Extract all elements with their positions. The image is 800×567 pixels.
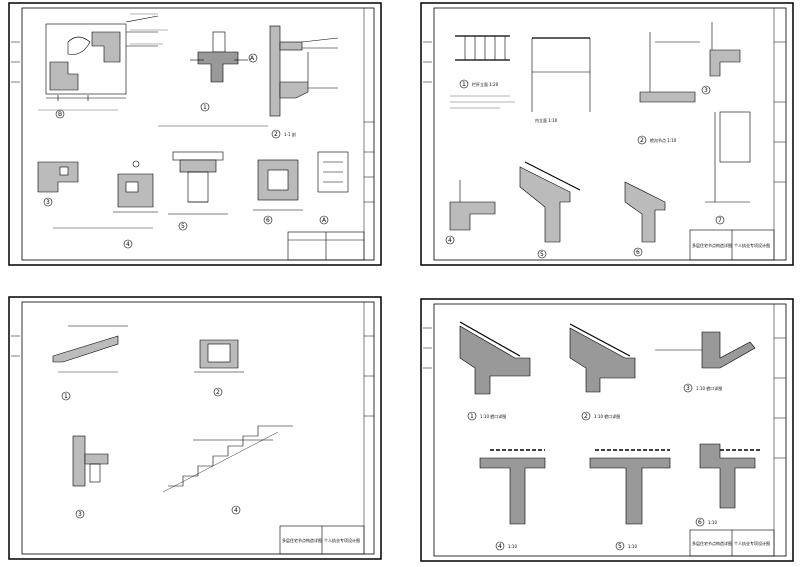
detail-6-section bbox=[253, 159, 303, 211]
detail-1-slope bbox=[52, 325, 128, 363]
detail-4-eave bbox=[449, 180, 496, 231]
detail-a-mark: A bbox=[322, 217, 327, 224]
detail-3-wall bbox=[72, 435, 109, 487]
detail-2-mark-s3: 2 bbox=[216, 389, 220, 396]
detail-3-caption-s4: 1:10 檐口详图 bbox=[696, 385, 722, 391]
detail-2-mark: 2 bbox=[274, 131, 278, 138]
detail-1-mark-s2: 1 bbox=[462, 81, 466, 88]
detail-4-mark-s2: 4 bbox=[448, 237, 452, 244]
detail-4-section bbox=[113, 160, 158, 213]
detail-3-mark-s3: 3 bbox=[78, 511, 82, 518]
detail-7-mark-s2: 7 bbox=[718, 217, 722, 224]
detail-3-eave bbox=[709, 22, 741, 77]
detail-4-mark: 4 bbox=[126, 241, 130, 248]
detail-5-eave bbox=[519, 161, 581, 243]
title-block-3-left: 多层住宅节点构造详图 bbox=[282, 537, 322, 543]
railing-elevation bbox=[455, 35, 510, 61]
drawing-sheet-2: 1 栏杆立面 1:20 内立面 1:10 2 檐沟节点 1:10 3 4 5 bbox=[420, 2, 794, 266]
detail-3-mark-s4: 3 bbox=[686, 385, 690, 392]
detail-6-mark-s4: 6 bbox=[698, 519, 702, 526]
detail-1-caption-s2: 栏杆立面 1:20 bbox=[472, 81, 499, 87]
detail-1-caption-s4: 1:10 檐口详图 bbox=[480, 413, 506, 419]
detail-a-section bbox=[317, 151, 349, 193]
detail-4-caption-s4: 1:10 bbox=[508, 544, 517, 549]
detail-2-caption-s2: 檐沟节点 1:10 bbox=[650, 137, 677, 143]
detail-4-stairs bbox=[162, 425, 293, 493]
detail-b-mark: B bbox=[58, 111, 62, 118]
title-block-2 bbox=[689, 229, 775, 261]
detail-6-mark: 6 bbox=[266, 217, 270, 224]
detail-3-section bbox=[37, 161, 79, 193]
detail-1-mark-s4: 1 bbox=[470, 413, 474, 420]
title-block-3-right: 个人执业专项设计图 bbox=[324, 537, 360, 543]
title-block-4-right: 个人执业专项设计图 bbox=[734, 540, 770, 546]
detail-6-mark-s2: 6 bbox=[636, 249, 640, 256]
detail-b-plan bbox=[45, 15, 159, 101]
detail-6-eave bbox=[624, 181, 666, 243]
title-block-2-right: 个人执业专项设计图 bbox=[734, 242, 770, 248]
detail-2-eave bbox=[639, 32, 700, 103]
detail-2-caption-s4: 1:10 檐口详图 bbox=[594, 413, 620, 419]
detail-5-mark-s4: 5 bbox=[618, 543, 622, 550]
detail-3-eave-s4 bbox=[655, 331, 756, 369]
drawing-sheet-3: 1 2 3 4 多层住宅节点构造详图 个人执业专项设计图 bbox=[8, 296, 382, 560]
title-block-2-left: 多层住宅节点构造详图 bbox=[692, 242, 732, 248]
detail-5-section bbox=[168, 151, 228, 215]
detail-1-eave-s4 bbox=[459, 321, 531, 395]
detail-5-column bbox=[589, 449, 671, 525]
detail-3-mark: 3 bbox=[46, 199, 50, 206]
detail-2-mark-s4: 2 bbox=[584, 413, 588, 420]
drawing-sheet-1: B 1 2 1-1 剖 A 3 4 bbox=[8, 2, 382, 266]
title-block-4 bbox=[689, 529, 775, 557]
title-block-1 bbox=[287, 231, 365, 261]
inner-elevation-caption: 内立面 1:10 bbox=[535, 117, 558, 123]
detail-5-mark: 5 bbox=[181, 223, 185, 230]
detail-4-mark-s3: 4 bbox=[234, 507, 238, 514]
detail-6-column bbox=[699, 443, 760, 509]
detail-5-mark-s2: 5 bbox=[540, 251, 544, 258]
detail-4-mark-s4: 4 bbox=[498, 543, 502, 550]
detail-7-section bbox=[705, 111, 751, 203]
title-block-4-left: 多层住宅节点构造详图 bbox=[692, 540, 732, 546]
detail-2-mark-s2: 2 bbox=[640, 137, 644, 144]
detail-2-eave-s4 bbox=[569, 323, 636, 393]
detail-2-section bbox=[269, 25, 339, 117]
detail-1-mark: 1 bbox=[203, 104, 207, 111]
drawing-sheet-4: 1 1:10 檐口详图 2 1:10 檐口详图 3 1:10 檐口详图 4 1:… bbox=[420, 298, 794, 562]
detail-a-ref-mark: A bbox=[250, 55, 255, 62]
detail-2-caption: 1-1 剖 bbox=[284, 131, 296, 137]
inner-elevation bbox=[531, 37, 591, 112]
detail-4-column bbox=[479, 449, 546, 525]
detail-3-mark-s2: 3 bbox=[704, 87, 708, 94]
title-block-3 bbox=[279, 525, 365, 555]
detail-1-section bbox=[190, 31, 248, 83]
detail-6-caption-s4: 1:10 bbox=[708, 520, 717, 525]
detail-1-mark-s3: 1 bbox=[64, 393, 68, 400]
detail-2-channel bbox=[194, 339, 244, 373]
detail-5-caption-s4: 1:10 bbox=[628, 544, 637, 549]
